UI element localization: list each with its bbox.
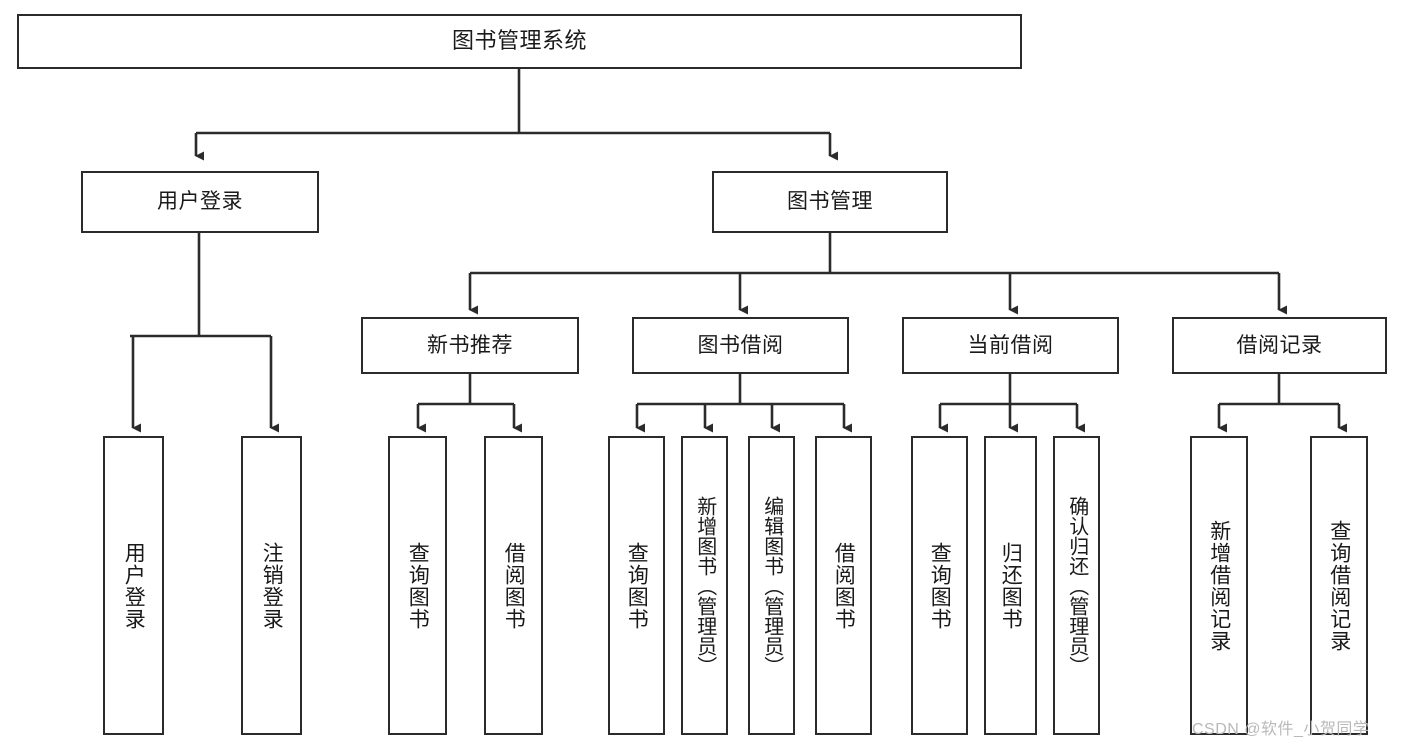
node-leaf-query-borrow-record[interactable]: 查询借阅记录 <box>1310 436 1368 735</box>
node-book-management[interactable]: 图书管理 <box>712 171 948 233</box>
node-leaf-add-borrow-record[interactable]: 新增借阅记录 <box>1190 436 1248 735</box>
node-label: 归还图书 <box>999 541 1023 630</box>
node-leaf-query-book-current[interactable]: 查询图书 <box>911 436 968 735</box>
node-label: 用户登录 <box>157 190 243 214</box>
node-label: 编辑图书（管理员） <box>760 495 783 676</box>
node-label: 确认归还（管理员） <box>1065 495 1088 676</box>
node-label: 用户登录 <box>122 541 146 630</box>
node-leaf-edit-book-admin[interactable]: 编辑图书（管理员） <box>748 436 795 735</box>
node-label: 图书借阅 <box>697 333 784 357</box>
node-borrow-record[interactable]: 借阅记录 <box>1172 317 1387 374</box>
node-label: 当前借阅 <box>967 333 1054 357</box>
node-label: 查询图书 <box>406 541 430 630</box>
node-label: 查询图书 <box>625 541 649 630</box>
node-leaf-borrow-book-recommend[interactable]: 借阅图书 <box>484 436 543 735</box>
node-new-book-recommend[interactable]: 新书推荐 <box>361 317 579 374</box>
node-user-login[interactable]: 用户登录 <box>81 171 319 233</box>
node-leaf-logout-login[interactable]: 注销登录 <box>241 436 302 735</box>
node-label: 新增借阅记录 <box>1207 519 1231 652</box>
node-leaf-user-login[interactable]: 用户登录 <box>103 436 164 735</box>
node-leaf-borrow-book[interactable]: 借阅图书 <box>815 436 872 735</box>
node-label: 图书管理 <box>787 190 873 214</box>
node-label: 借阅记录 <box>1236 333 1323 357</box>
node-label: 图书管理系统 <box>451 28 587 54</box>
node-leaf-add-book-admin[interactable]: 新增图书（管理员） <box>681 436 728 735</box>
node-label: 新增图书（管理员） <box>693 495 716 676</box>
node-current-borrow[interactable]: 当前借阅 <box>902 317 1119 374</box>
node-leaf-return-book[interactable]: 归还图书 <box>984 436 1037 735</box>
node-label: 借阅图书 <box>832 541 856 630</box>
node-leaf-query-book-borrow[interactable]: 查询图书 <box>608 436 665 735</box>
node-leaf-query-book-recommend[interactable]: 查询图书 <box>388 436 447 735</box>
csdn-watermark: CSDN @软件_小贺同学 <box>1192 721 1370 738</box>
node-leaf-confirm-return-admin[interactable]: 确认归还（管理员） <box>1053 436 1100 735</box>
node-label: 注销登录 <box>260 541 284 630</box>
node-label: 借阅图书 <box>502 541 526 630</box>
node-label: 新书推荐 <box>427 333 513 357</box>
node-label: 查询借阅记录 <box>1327 519 1351 652</box>
node-root-book-management-system[interactable]: 图书管理系统 <box>17 14 1022 69</box>
node-book-borrow[interactable]: 图书借阅 <box>632 317 849 374</box>
node-label: 查询图书 <box>928 541 952 630</box>
